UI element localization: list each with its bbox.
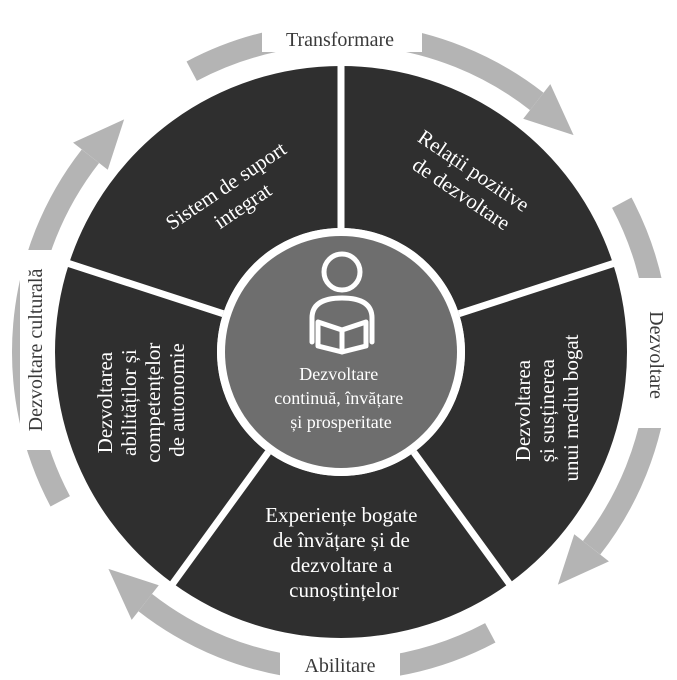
center-label-line: Dezvoltare bbox=[299, 364, 378, 384]
center-hub: Dezvoltare continuă, învățare și prosper… bbox=[217, 228, 465, 476]
segments bbox=[55, 66, 627, 638]
segment-label-right: Dezvoltarea și susținerea unui mediu bog… bbox=[511, 334, 583, 481]
segment-label-line: Experiențe bogate bbox=[265, 503, 417, 527]
segment-divider bbox=[457, 259, 616, 318]
ring-arrowhead-right bbox=[557, 534, 609, 585]
segment-divider bbox=[66, 259, 225, 318]
segment-bottom bbox=[172, 452, 510, 638]
ring-label-bottom: Abilitare bbox=[304, 655, 375, 677]
segment-label-line: Dezvoltarea bbox=[93, 351, 117, 453]
segment-divider bbox=[411, 450, 514, 588]
segment-label-line: Dezvoltarea bbox=[511, 359, 535, 461]
segment-label-line: abilităților și bbox=[117, 349, 141, 456]
segment-label-line: unui mediu bogat bbox=[559, 334, 583, 481]
center-label-line: și prosperitate bbox=[290, 412, 391, 432]
segment-right bbox=[413, 263, 627, 584]
segment-top-left bbox=[68, 66, 341, 314]
ring-arrowhead-bottom bbox=[108, 568, 159, 620]
segment-label-line: dezvoltare a bbox=[290, 553, 393, 577]
segment-dividers bbox=[66, 64, 616, 588]
segment-divider bbox=[168, 450, 271, 588]
segment-label-line: cunoștințelor bbox=[289, 578, 399, 602]
segment-label-line: de autonomie bbox=[165, 343, 189, 457]
reader-person-icon bbox=[309, 251, 375, 355]
ring-label-left: Dezvoltare culturală bbox=[25, 269, 47, 432]
segment-left bbox=[55, 263, 269, 584]
segment-label-line: și susținerea bbox=[535, 358, 559, 462]
ring-arrowhead-top bbox=[523, 84, 574, 136]
segment-label-bottom: Experiențe bogate de învățare și de dezv… bbox=[265, 503, 422, 602]
center-label: Dezvoltare continuă, învățare și prosper… bbox=[274, 364, 407, 432]
segment-label-left: Dezvoltarea abilităților și competențelo… bbox=[93, 337, 189, 462]
segment-top-right bbox=[341, 66, 614, 314]
ring-label-right: Dezvoltare bbox=[645, 311, 667, 399]
segment-label-line: de învățare și de bbox=[273, 528, 410, 552]
center-label-line: continuă, învățare bbox=[274, 388, 403, 408]
ring-labels: Transformare Dezvoltare Abilitare Dezvol… bbox=[20, 22, 672, 680]
segment-label-line: competențelor bbox=[141, 343, 165, 463]
ring-label-top: Transformare bbox=[286, 29, 394, 51]
ring-arrowhead-left bbox=[73, 119, 125, 170]
